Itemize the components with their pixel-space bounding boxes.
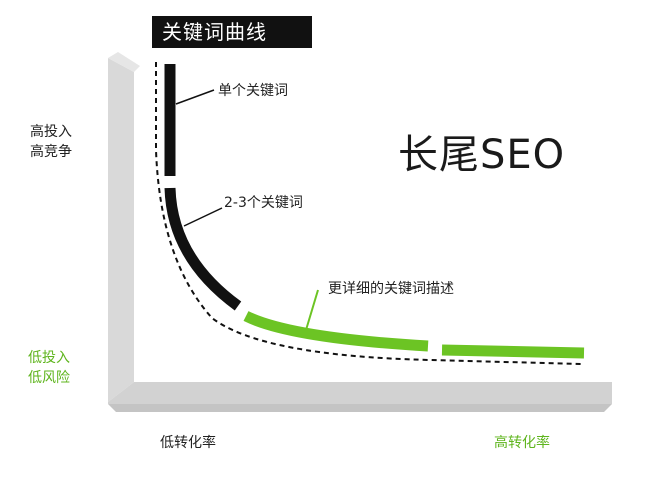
y-axis-wall-shade [108, 52, 140, 72]
segment-two-three-keywords [164, 187, 242, 311]
y-axis-low-label: 低投入 低风险 [28, 348, 70, 388]
x-axis-floor [108, 382, 612, 404]
segment-long-tail-part1 [243, 311, 429, 352]
segment-long-tail-part2 [441, 344, 585, 359]
y-axis-high-line2: 高竞争 [30, 144, 72, 160]
x-axis-high-label: 高转化率 [494, 435, 550, 451]
segment-label-single-keyword: 单个关键词 [218, 83, 288, 99]
y-axis-low-line2: 低风险 [28, 370, 70, 386]
y-axis-high-line1: 高投入 [30, 124, 72, 140]
long-tail-seo-label: 长尾SEO [398, 132, 566, 178]
y-axis-wall [108, 58, 134, 402]
y-axis-high-label: 高投入 高竞争 [30, 122, 72, 162]
pointer-two-three-keywords [183, 207, 223, 227]
pointer-long-tail [305, 289, 319, 331]
pointer-single-keyword [175, 89, 215, 105]
y-axis-low-line1: 低投入 [28, 350, 70, 366]
x-axis-low-label: 低转化率 [160, 435, 216, 451]
dashed-demand-curve [155, 62, 583, 365]
diagram-title: 关键词曲线 [152, 16, 312, 48]
segment-label-two-three-keywords: 2-3个关键词 [224, 195, 303, 211]
x-axis-floor-shade [108, 404, 612, 412]
segment-label-long-tail: 更详细的关键词描述 [328, 281, 454, 297]
